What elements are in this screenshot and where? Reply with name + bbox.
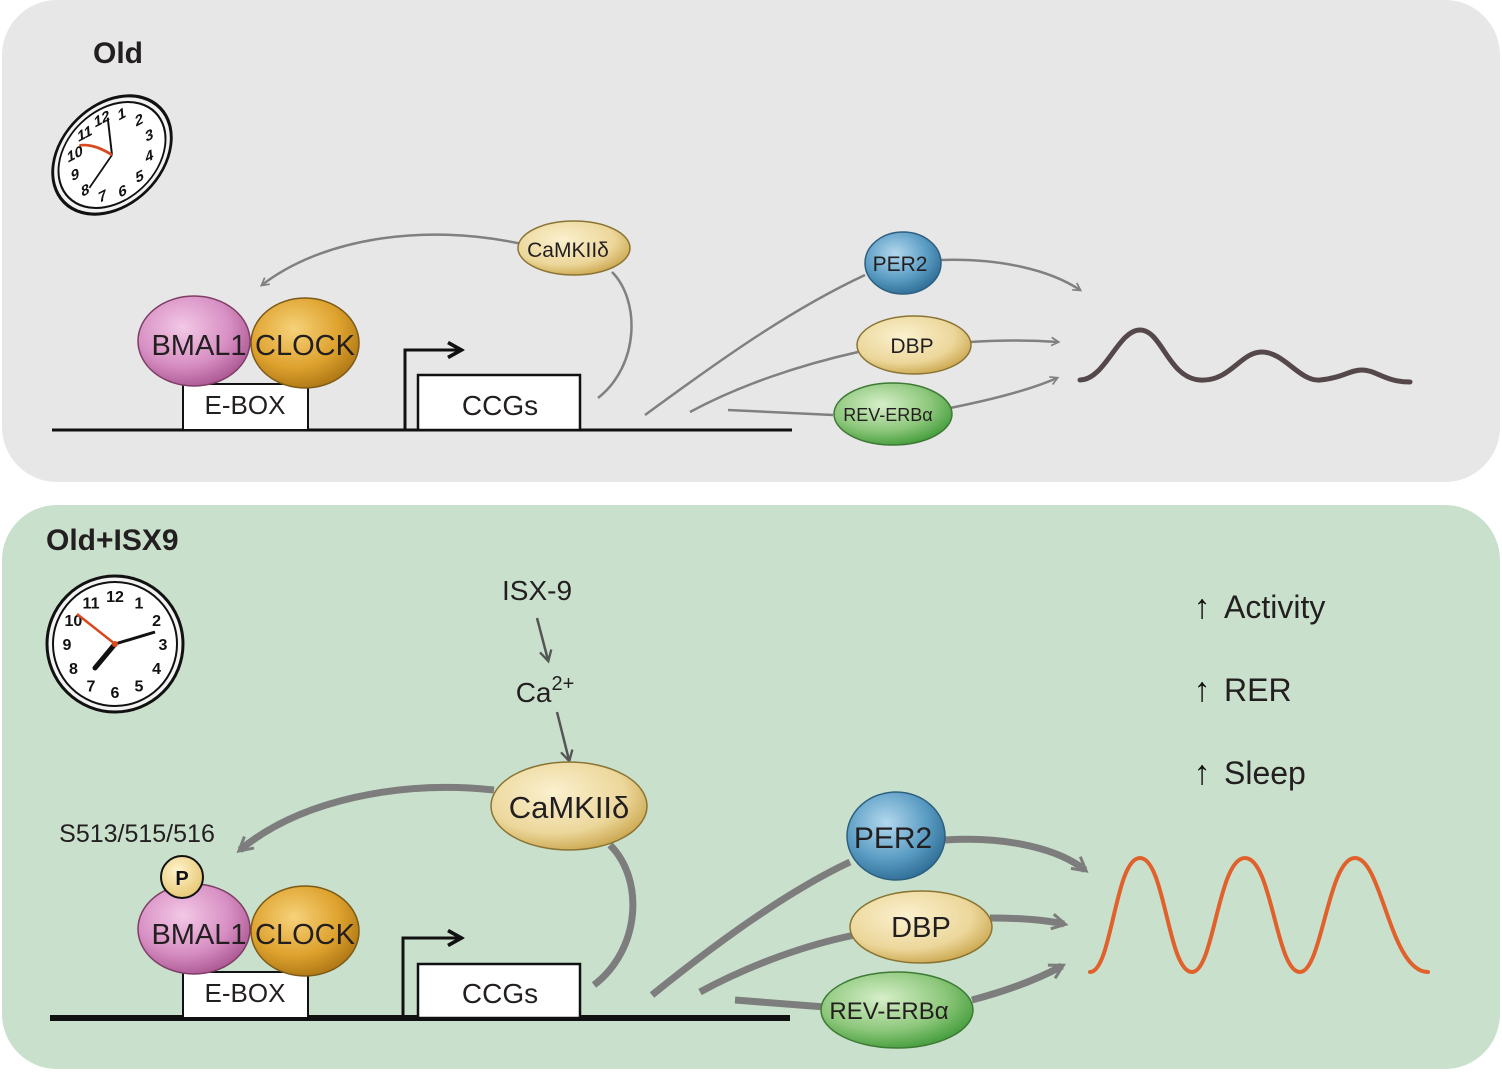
dampened-rhythm-wave [1077, 327, 1413, 385]
clock-numeral: 8 [69, 661, 78, 678]
ebox-box [182, 383, 309, 431]
branch-to-rev [727, 408, 834, 417]
ccgs-to-camk-link [597, 271, 633, 399]
clock-numeral: 1 [135, 595, 144, 612]
phosphate-icon [160, 855, 204, 899]
ccgs-label: CCGs [462, 390, 538, 421]
rev-output-arrow-bottom [971, 962, 1062, 1004]
up-arrow-icon: ↑ [1194, 588, 1211, 626]
isx9-label: ISX-9 [502, 575, 572, 606]
calcium-to-camk-arrow [555, 711, 569, 760]
bmal1-protein-label: BMAL1 [151, 330, 246, 362]
isx9-panel-title: Old+ISX9 [46, 524, 179, 557]
clock-numeral: 1 [116, 105, 128, 125]
ebox-box-bottom [182, 971, 309, 1019]
outcome-activity-label: Activity [1224, 589, 1325, 625]
clock-numeral: 11 [75, 122, 94, 145]
rev-erb-protein-bottom [820, 971, 974, 1049]
branch-to-dbp [689, 350, 859, 414]
camk-to-bmal1-arrow-bottom [240, 784, 495, 851]
outcome-sleep: ↑ Sleep [1194, 754, 1306, 792]
outcome-sleep-label: Sleep [1224, 755, 1306, 791]
outcome-rer-label: RER [1224, 672, 1292, 708]
branch-to-rev-bottom [734, 996, 826, 1011]
phosphate-label: P [175, 868, 188, 890]
rev-erb-protein [833, 382, 953, 446]
per2-protein-label-bottom: PER2 [854, 822, 932, 855]
dbp-output-arrow-bottom [989, 918, 1064, 924]
up-arrow-icon: ↑ [1194, 671, 1211, 709]
dbp-protein [856, 315, 972, 375]
branch-to-dbp-bottom [698, 931, 856, 996]
camk-protein-label-bottom: CaMKIIδ [509, 790, 630, 825]
outcome-activity: ↑ Activity [1194, 588, 1326, 626]
dbp-output-arrow [969, 341, 1058, 343]
per2-protein [864, 231, 942, 295]
old-panel-background [2, 0, 1500, 482]
rev-erb-protein-label: REV-ERBα [843, 405, 932, 425]
ebox-label: E-BOX [205, 390, 286, 420]
clock-numeral: 7 [87, 679, 96, 696]
per2-output-arrow [939, 258, 1080, 290]
phospho-sites-label: S513/515/516 [59, 820, 215, 848]
dbp-protein-label-bottom: DBP [891, 912, 951, 944]
isx9-panel-background [2, 505, 1500, 1069]
clock-numeral: 3 [159, 637, 168, 654]
clock-numeral: 5 [135, 679, 144, 696]
clock-numeral: 10 [65, 613, 83, 630]
clock-numeral: 4 [152, 661, 161, 678]
robust-rhythm-wave [1088, 855, 1430, 975]
per2-protein-bottom [846, 791, 946, 881]
transcription-start-arrow-bottom [401, 938, 460, 1018]
branch-to-per2 [644, 273, 866, 417]
clock-numeral: 12 [106, 589, 124, 606]
bmal1-protein-label-bottom: BMAL1 [151, 919, 246, 951]
branch-to-per2-bottom [649, 858, 852, 998]
dbp-protein-label: DBP [890, 335, 933, 358]
ccgs-label-bottom: CCGs [462, 978, 538, 1009]
isx9-to-calcium-arrow [535, 617, 548, 660]
outcome-rer: ↑ RER [1194, 671, 1292, 709]
clock-numeral: 9 [63, 637, 72, 654]
calcium-label: Ca2+ [516, 673, 575, 708]
per2-protein-label: PER2 [873, 253, 928, 276]
dbp-protein-bottom [849, 890, 993, 964]
bmal1-protein [137, 295, 251, 387]
clock-protein-label: CLOCK [255, 330, 356, 362]
clock-numeral: 6 [111, 685, 120, 702]
rev-erb-protein-label-bottom: REV-ERBα [829, 998, 948, 1025]
up-arrow-icon: ↑ [1194, 754, 1211, 792]
ccgs-box-bottom [416, 962, 582, 1020]
ebox-label-bottom: E-BOX [205, 978, 286, 1008]
clock-numeral: 2 [152, 613, 161, 630]
ccgs-box [416, 373, 582, 432]
camk-protein-bottom [490, 761, 648, 851]
transcription-start-arrow [403, 350, 460, 430]
clock-protein-label-bottom: CLOCK [255, 919, 356, 951]
clock-numeral: 10 [65, 142, 86, 166]
clock-protein [250, 297, 360, 389]
clock-numeral: 11 [83, 595, 100, 612]
clock-protein-bottom [250, 885, 360, 977]
per2-output-arrow-bottom [944, 835, 1085, 870]
rev-output-arrow [949, 378, 1057, 410]
camk-protein [517, 220, 631, 276]
camk-to-bmal1-arrow [262, 233, 523, 285]
ccgs-to-camk-link-bottom [591, 842, 637, 988]
clock-numeral: 12 [92, 107, 113, 131]
old-panel-title: Old [93, 37, 143, 70]
camk-protein-label: CaMKIIδ [527, 239, 609, 262]
